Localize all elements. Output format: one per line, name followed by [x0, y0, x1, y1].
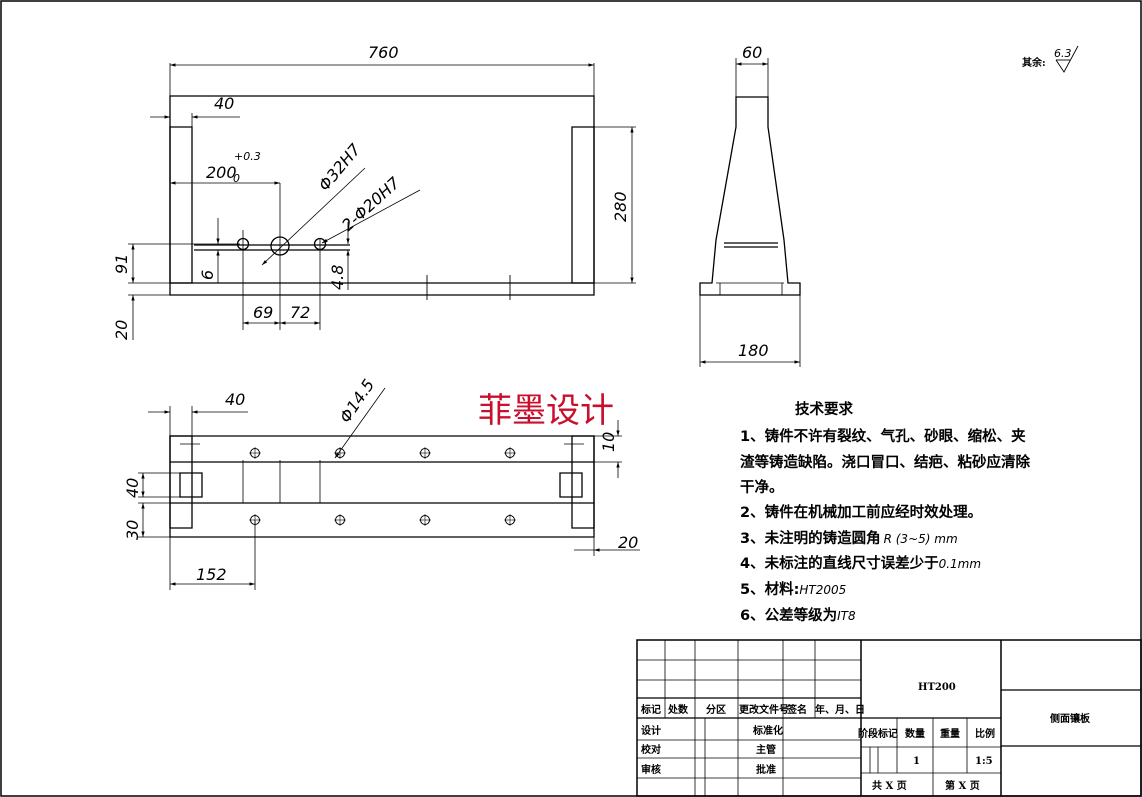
tb-qty: 数量 [905, 727, 925, 740]
tb-design: 设计 [641, 724, 661, 737]
dim-top-40: 40 [225, 390, 245, 409]
dim-152: 152 [196, 565, 227, 584]
tb-approve: 批准 [756, 763, 776, 776]
front-view [170, 96, 594, 330]
tb-part-name: 侧面镶板 [1050, 712, 1091, 725]
dim-top-40b: 40 [123, 478, 142, 498]
title-block-text: 标记 处数 分区 更改文件号 签名 年、月、日 设计 标准化 校对 主管 审核 … [640, 682, 1091, 792]
note-6-text: 6、公差等级为 [740, 606, 837, 624]
note-4-value: 0.1mm [939, 557, 981, 571]
dim-72: 72 [290, 303, 310, 322]
dim-200-upper: +0.3 [234, 150, 261, 163]
tb-zone: 分区 [706, 703, 726, 716]
tb-page-no: 第 X 页 [945, 779, 980, 792]
roughness-symbol: 其余: 6.3 [1022, 46, 1078, 72]
dim-40: 40 [214, 94, 234, 113]
top-view-holes [249, 447, 516, 526]
dim-91: 91 [112, 254, 131, 274]
side-view [700, 97, 800, 295]
dim-10: 10 [599, 432, 618, 452]
dim-30: 30 [123, 520, 142, 540]
note-1c: 干净。 [740, 478, 784, 496]
dim-200-lower: 0 [233, 172, 240, 185]
top-view [170, 436, 594, 550]
top-view-dimensions [138, 388, 640, 590]
dim-200: 200 [206, 163, 237, 182]
tb-scale-value: 1:5 [975, 756, 993, 767]
tb-supervisor: 主管 [756, 743, 776, 756]
tb-weight: 重量 [940, 727, 960, 740]
tb-material: HT200 [918, 682, 956, 693]
tb-review: 审核 [641, 763, 661, 776]
dim-760: 760 [368, 43, 399, 62]
note-4-text: 4、未标注的直线尺寸误差少于 [740, 554, 939, 572]
tb-sign: 签名 [786, 703, 807, 716]
title-block [637, 640, 1141, 796]
tb-date: 年、月、日 [815, 703, 865, 716]
dim-20: 20 [112, 320, 131, 340]
note-5: 5、材料:HT2005 [740, 580, 846, 598]
tb-scale: 比例 [975, 727, 995, 740]
dim-180: 180 [738, 341, 769, 360]
dim-phi14-5: Φ14.5 [336, 376, 379, 427]
front-view-dimensions [128, 63, 636, 340]
dim-280: 280 [611, 191, 630, 222]
dim-60: 60 [742, 43, 762, 62]
tb-count: 处数 [667, 703, 689, 716]
roughness-label: 其余: [1022, 56, 1046, 69]
dim-6: 6 [198, 270, 217, 280]
side-view-dimensions [700, 58, 800, 367]
tb-total-pages: 共 X 页 [872, 779, 907, 792]
tb-qty-value: 1 [913, 756, 920, 767]
roughness-value: 6.3 [1054, 47, 1072, 60]
tb-check: 校对 [641, 743, 661, 756]
tb-doc: 更改文件号 [739, 703, 789, 716]
note-1b: 渣等铸造缺陷。浇口冒口、结疤、粘砂应清除 [740, 453, 1030, 471]
dim-phi32: Φ32H7 [315, 139, 366, 194]
note-1: 1、铸件不许有裂纹、气孔、砂眼、缩松、夹 [740, 427, 1026, 445]
dim-4-8: 4.8 [328, 265, 347, 290]
note-6-value: IT8 [837, 609, 856, 623]
tb-stage: 阶段标记 [858, 727, 898, 740]
tb-standard: 标准化 [752, 724, 783, 737]
tb-mark: 标记 [640, 703, 661, 716]
notes-title: 技术要求 [795, 400, 853, 418]
technical-notes: 技术要求 1、铸件不许有裂纹、气孔、砂眼、缩松、夹 渣等铸造缺陷。浇口冒口、结疤… [740, 400, 1030, 624]
watermark: 菲墨设计 [478, 391, 614, 431]
note-5-value: HT2005 [799, 583, 846, 597]
note-6: 6、公差等级为IT8 [740, 606, 856, 624]
dim-69: 69 [253, 303, 273, 322]
note-2: 2、铸件在机械加工前应经时效处理。 [740, 503, 982, 521]
note-5-text: 5、材料: [740, 580, 799, 598]
note-3-value: R (3~5) mm [884, 532, 958, 546]
note-4: 4、未标注的直线尺寸误差少于0.1mm [740, 554, 981, 572]
dim-top-20: 20 [618, 533, 638, 552]
note-3-text: 3、未注明的铸造圆角 [740, 529, 881, 547]
